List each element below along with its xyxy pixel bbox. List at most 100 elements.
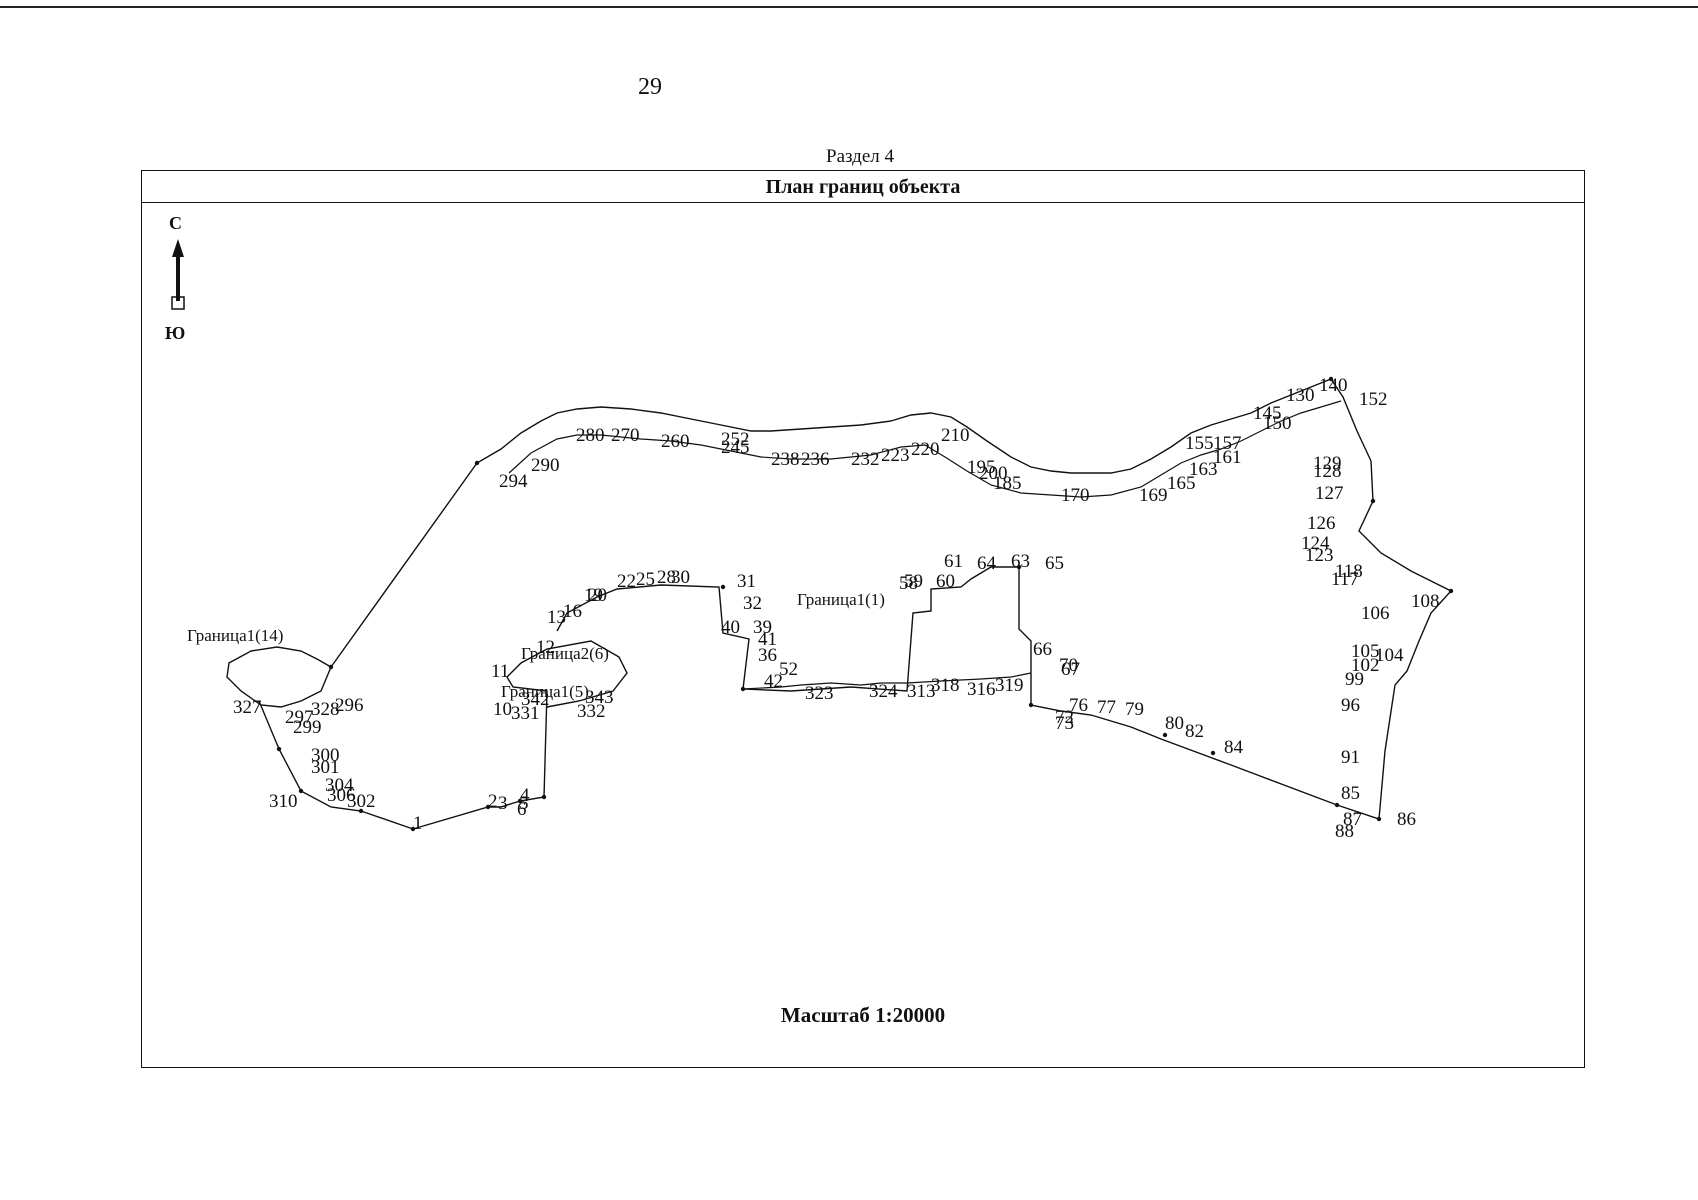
point-label: 28	[657, 567, 676, 588]
point-label: 223	[881, 445, 910, 466]
point-label: 342	[521, 689, 550, 710]
point-label: 102	[1351, 655, 1380, 676]
point-label: 210	[941, 425, 970, 446]
point-label: 150	[1263, 413, 1292, 434]
point-label: 13	[547, 607, 566, 628]
point-label: 3	[498, 793, 508, 814]
point-label: 1	[413, 813, 423, 834]
point-label: 304	[325, 775, 354, 796]
point-label: 301	[311, 757, 340, 778]
point-label: 60	[936, 571, 955, 592]
boundary-southwest-line	[226, 646, 332, 708]
point-label: 16	[563, 601, 582, 622]
point-label: 319	[995, 675, 1024, 696]
point-label: 155	[1185, 433, 1214, 454]
point-label: 185	[993, 473, 1022, 494]
point-label: Граница1(5)	[501, 682, 589, 701]
point-label: 123	[1305, 545, 1334, 566]
outer-boundary-line	[412, 640, 628, 830]
boundary-south-line	[258, 700, 414, 830]
point-label: 73	[1055, 713, 1074, 734]
vertex-markers	[276, 376, 1454, 832]
point-label: 195	[967, 457, 996, 478]
point-label: 324	[869, 681, 898, 702]
point-label: 118	[1335, 561, 1363, 582]
point-label: 313	[907, 681, 936, 702]
point-label: 41	[758, 629, 777, 650]
point-label: 87	[1343, 809, 1362, 830]
point-label: 332	[577, 701, 606, 722]
point-label: 20	[588, 585, 607, 606]
point-label: 80	[1165, 713, 1184, 734]
point-label: 88	[1335, 821, 1354, 842]
point-label: 85	[1341, 783, 1360, 804]
point-label: 96	[1341, 695, 1360, 716]
point-label: 61	[944, 551, 963, 572]
point-label: 300	[311, 745, 340, 766]
point-label: 245	[721, 437, 750, 458]
point-label: Граница1(14)	[187, 626, 283, 645]
point-label: 82	[1185, 721, 1204, 742]
point-label: 343	[585, 687, 614, 708]
point-label: 327	[233, 697, 262, 718]
point-label: 306	[327, 785, 356, 806]
north-arrow-icon	[171, 239, 185, 310]
point-label: 108	[1411, 591, 1440, 612]
point-label: 72	[1055, 707, 1074, 728]
point-label: 91	[1341, 747, 1360, 768]
point-label: 260	[661, 431, 690, 452]
point-label: 165	[1167, 473, 1196, 494]
point-label: 236	[801, 449, 830, 470]
point-label: 39	[753, 617, 772, 638]
point-label: 104	[1375, 645, 1404, 666]
point-label: 302	[347, 791, 376, 812]
page-number: 29	[638, 74, 662, 100]
point-label: 127	[1315, 483, 1344, 504]
point-label: 124	[1301, 533, 1330, 554]
point-label: 52	[779, 659, 798, 680]
point-label: Граница2(6)	[521, 644, 609, 663]
point-label: 25	[636, 569, 655, 590]
point-label: 4	[520, 785, 530, 806]
top-rule	[0, 6, 1698, 8]
compass-south-label: Ю	[165, 323, 186, 343]
point-label: 163	[1189, 459, 1218, 480]
point-label: 31	[737, 571, 756, 592]
point-label: 238	[771, 449, 800, 470]
point-label: 252	[721, 429, 750, 450]
scale-label: Масштаб 1:20000	[780, 1003, 946, 1027]
point-label: 63	[1011, 551, 1030, 572]
boundary-plan-frame: План границ объекта	[141, 170, 1585, 1068]
point-label: 318	[931, 675, 960, 696]
point-label: 30	[671, 567, 690, 588]
point-label: 152	[1359, 389, 1388, 410]
point-label: 294	[499, 471, 528, 492]
section-label: Раздел 4	[826, 146, 894, 167]
point-label: 128	[1313, 461, 1342, 482]
point-label: 117	[1331, 569, 1359, 590]
boundary-north-inner	[508, 400, 1342, 498]
point-label: 64	[977, 553, 997, 574]
point-label: 220	[911, 439, 940, 460]
point-label: 270	[611, 425, 640, 446]
point-label: 99	[1345, 669, 1364, 690]
point-label: 79	[1125, 699, 1144, 720]
point-label: 42	[764, 671, 783, 692]
point-label: 297	[285, 707, 314, 728]
compass-north-label: С	[169, 213, 182, 233]
point-label: 58	[899, 573, 918, 594]
point-label: 200	[979, 463, 1008, 484]
plan-title: План границ объекта	[142, 171, 1584, 203]
point-label: 2	[488, 791, 498, 812]
point-label: 65	[1045, 553, 1064, 574]
point-label: 5	[519, 793, 529, 814]
point-label: 67	[1061, 659, 1080, 680]
point-label: 40	[721, 617, 740, 638]
point-label: 140	[1319, 375, 1348, 396]
point-label: 70	[1059, 655, 1078, 676]
point-label: 328	[311, 699, 340, 720]
point-label: 299	[293, 717, 322, 738]
point-label: 76	[1069, 695, 1088, 716]
